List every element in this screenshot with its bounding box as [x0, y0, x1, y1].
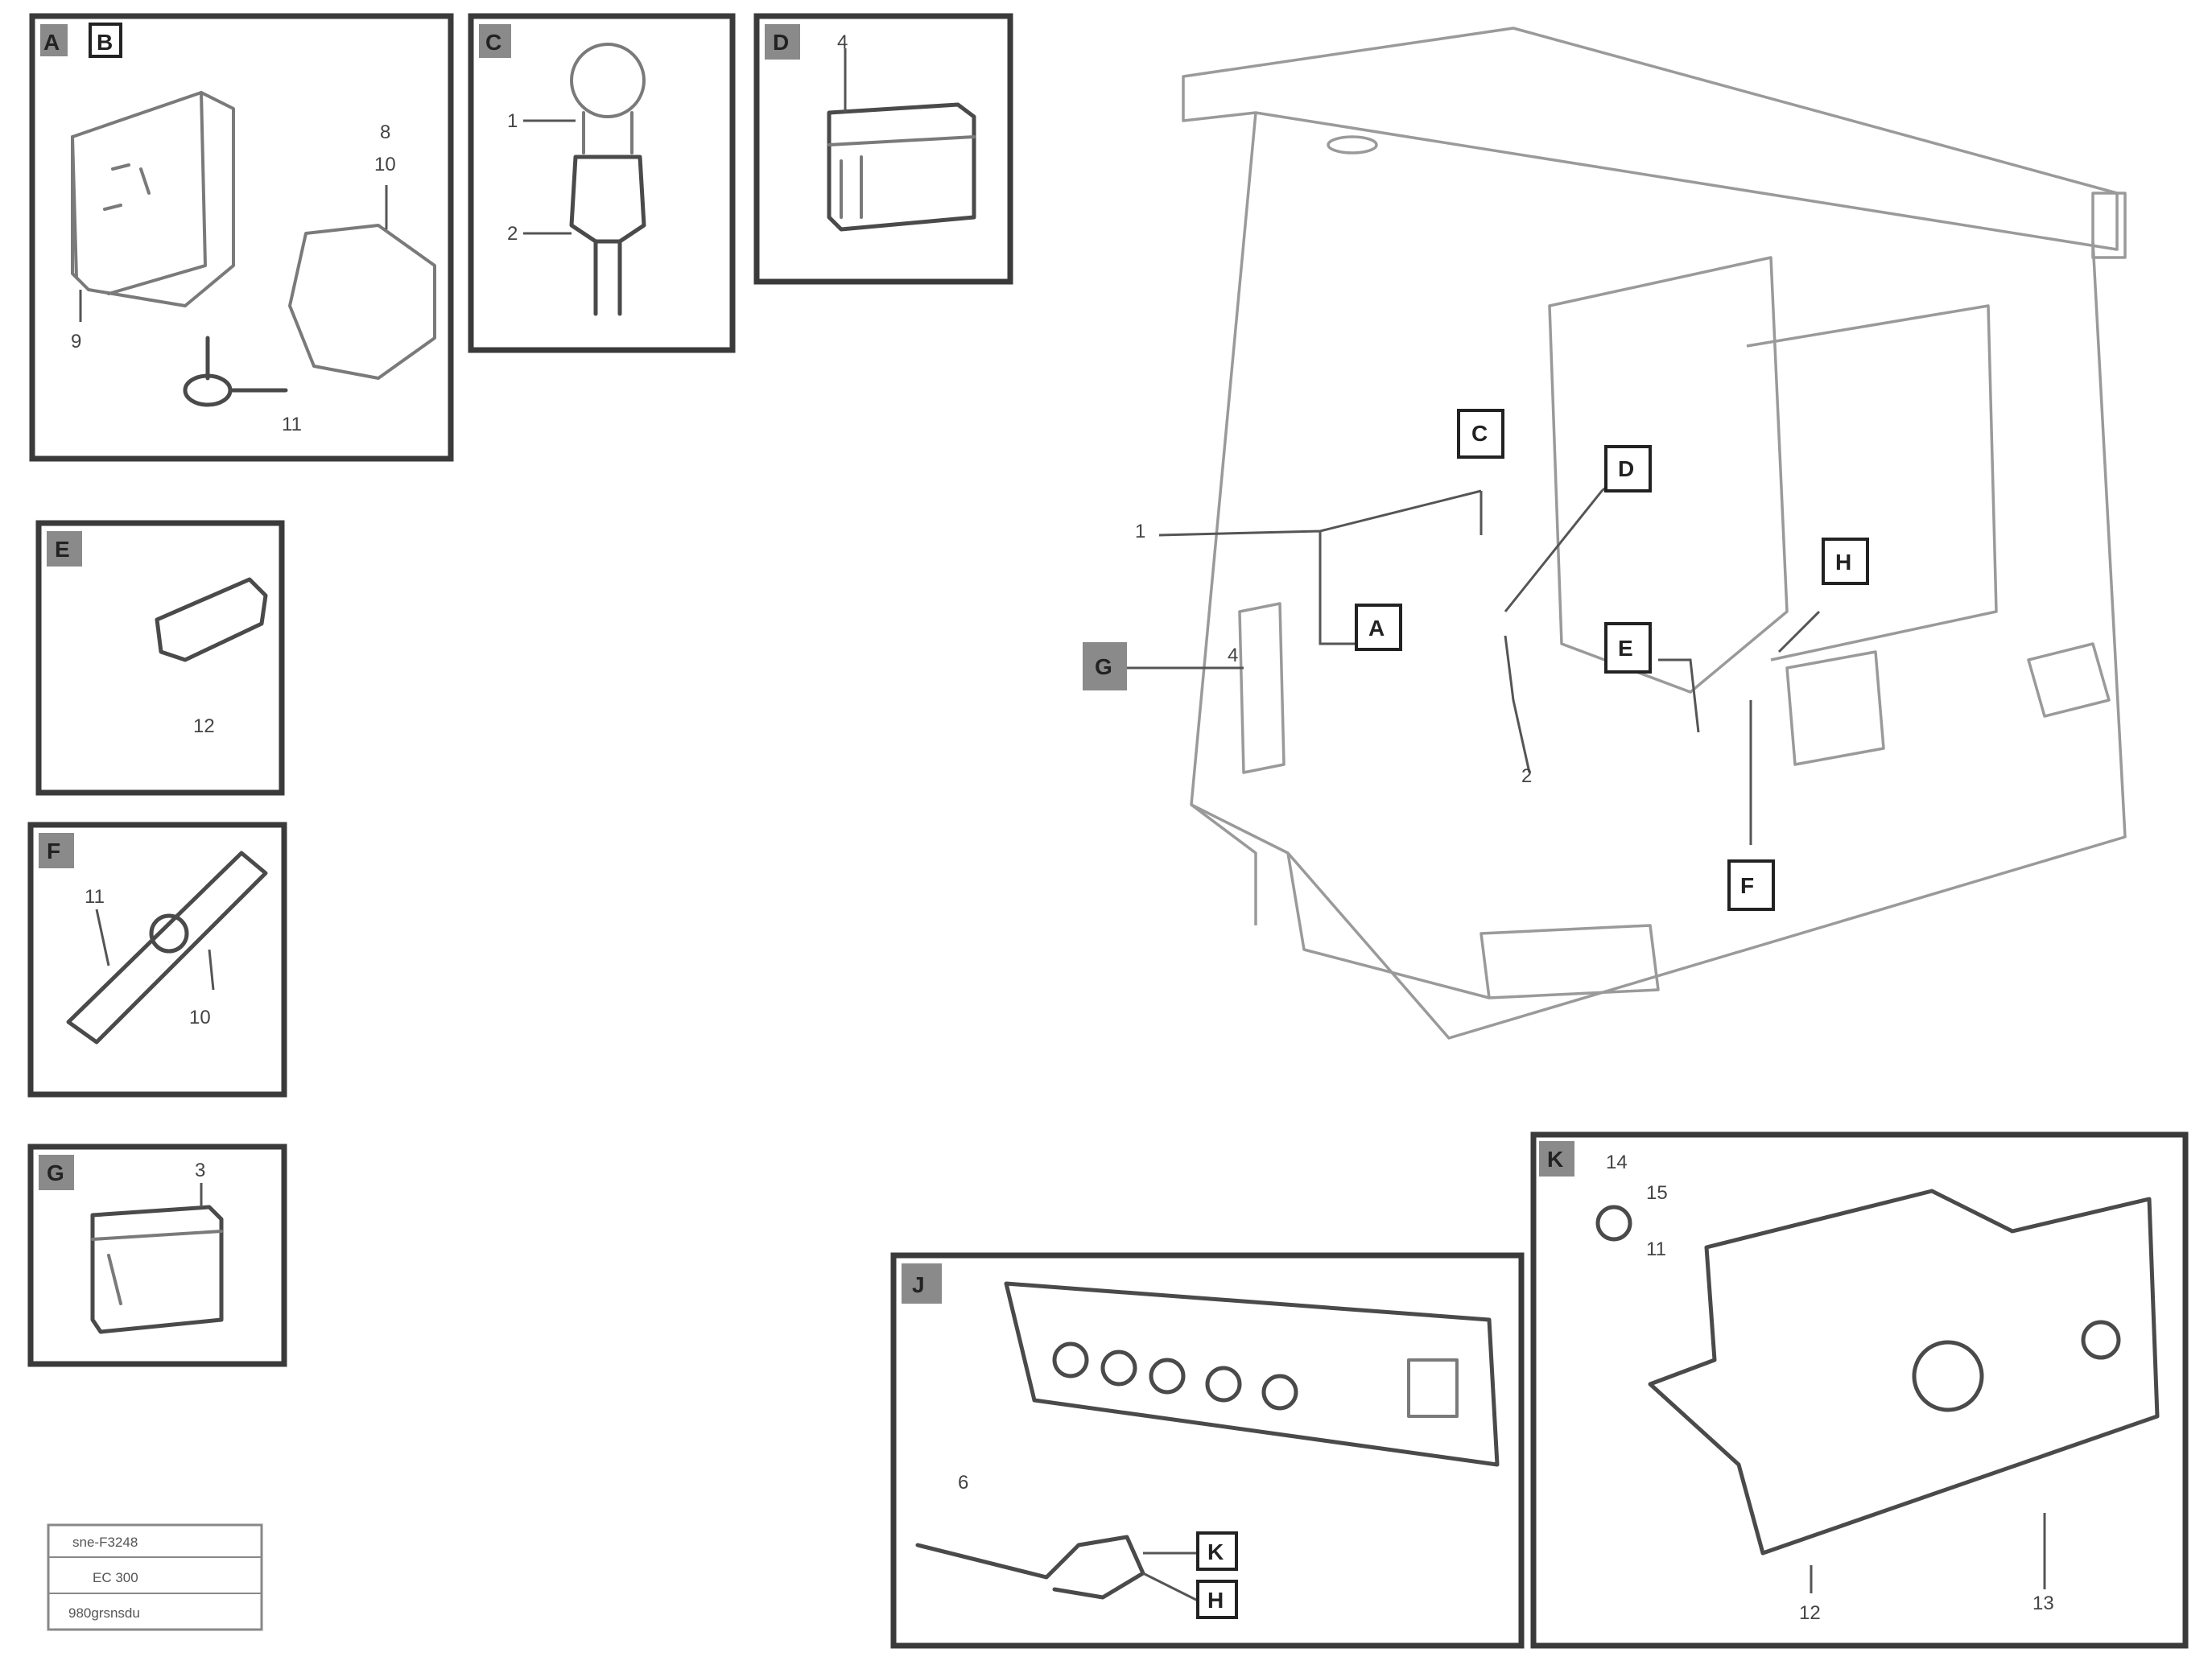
cab-switch-panel-shape — [1238, 602, 1286, 774]
rotary-switch-shape — [1912, 1340, 1984, 1412]
callout-number: 15 — [1646, 1182, 1668, 1204]
callout-number: 1 — [1135, 521, 1145, 542]
panel-tag-a: A — [43, 30, 60, 55]
detail-panel-a: A B 8 10 9 11 — [29, 13, 454, 462]
detail-panel-g: G 3 — [27, 1144, 287, 1367]
cab-tag-a: A — [1368, 616, 1385, 641]
callout-number: 12 — [1799, 1602, 1821, 1624]
cab-tag-e: E — [1618, 636, 1633, 661]
panel-tag-b: B — [97, 30, 113, 55]
callout-number: 10 — [189, 1007, 211, 1028]
panel-tag-e: E — [55, 537, 70, 562]
instrument-strip-shape — [1004, 1281, 1500, 1467]
panel-tag-c: C — [485, 30, 501, 55]
callout-number: 11 — [282, 414, 302, 435]
panel-tag-k: K — [1547, 1147, 1563, 1172]
stamp-line-1: sne-F3248 — [72, 1535, 138, 1550]
callout-number: 9 — [71, 331, 81, 352]
cab-tag-h: H — [1835, 550, 1851, 575]
panel-tag-h-ref: H — [1207, 1588, 1224, 1613]
bulb-socket-shape — [569, 155, 646, 244]
title-stamp: sne-F3248 EC 300 980grsnsdu — [47, 1523, 263, 1631]
cab-tag-d: D — [1618, 456, 1634, 481]
panel-tag-d: D — [773, 30, 789, 55]
callout-number: 10 — [374, 154, 396, 175]
panel-tag-g: G — [47, 1160, 64, 1185]
detail-panel-k: K 14 15 11 12 13 — [1530, 1131, 2189, 1649]
callout-number: 12 — [193, 715, 215, 737]
callout-number: 11 — [85, 886, 105, 908]
hex-cap-shape — [288, 224, 436, 380]
bracket-shape — [71, 91, 235, 307]
panel-tag-j: J — [912, 1272, 925, 1297]
callout-number: 2 — [507, 223, 518, 245]
callout-number: 13 — [2032, 1593, 2054, 1614]
cab-tag-c: C — [1471, 421, 1488, 446]
cab-tag-g: G — [1095, 654, 1112, 679]
detail-panel-d: D 4 — [753, 13, 1013, 285]
callout-number: 1 — [507, 110, 518, 132]
detail-panel-j: J K H 6 — [890, 1252, 1525, 1649]
cab-roof-shape — [1182, 27, 2119, 251]
stamp-line-2: EC 300 — [93, 1570, 138, 1585]
callout-number: 11 — [1646, 1238, 1666, 1260]
panel-tag-k-ref: K — [1207, 1539, 1224, 1564]
callout-number: 8 — [380, 122, 390, 143]
callout-number: 4 — [1228, 645, 1238, 666]
switch-plate-shape — [1648, 1189, 2160, 1556]
callout-number: 3 — [195, 1160, 205, 1181]
callout-number: 4 — [837, 31, 848, 53]
detail-panel-c: C 1 2 — [468, 13, 736, 353]
cab-tag-f: F — [1740, 873, 1754, 898]
callout-number: 14 — [1606, 1152, 1628, 1173]
callout-number: 2 — [1521, 765, 1532, 787]
connector-shape — [155, 577, 268, 662]
panel-tag-f: F — [47, 839, 60, 863]
callout-number: 6 — [958, 1472, 968, 1494]
detail-panel-f: F 11 10 — [27, 822, 287, 1098]
relay-body-shape — [827, 102, 976, 232]
fuse-holder-shape — [66, 851, 268, 1045]
cab-assembly-drawing: G A C D E H F 1 4 2 — [1083, 27, 2127, 1040]
detail-panel-e: E 12 — [35, 520, 285, 796]
stamp-line-3: 980grsnsdu — [68, 1605, 140, 1621]
bulb-glass-shape — [570, 43, 646, 118]
flasher-unit-shape — [90, 1205, 224, 1334]
